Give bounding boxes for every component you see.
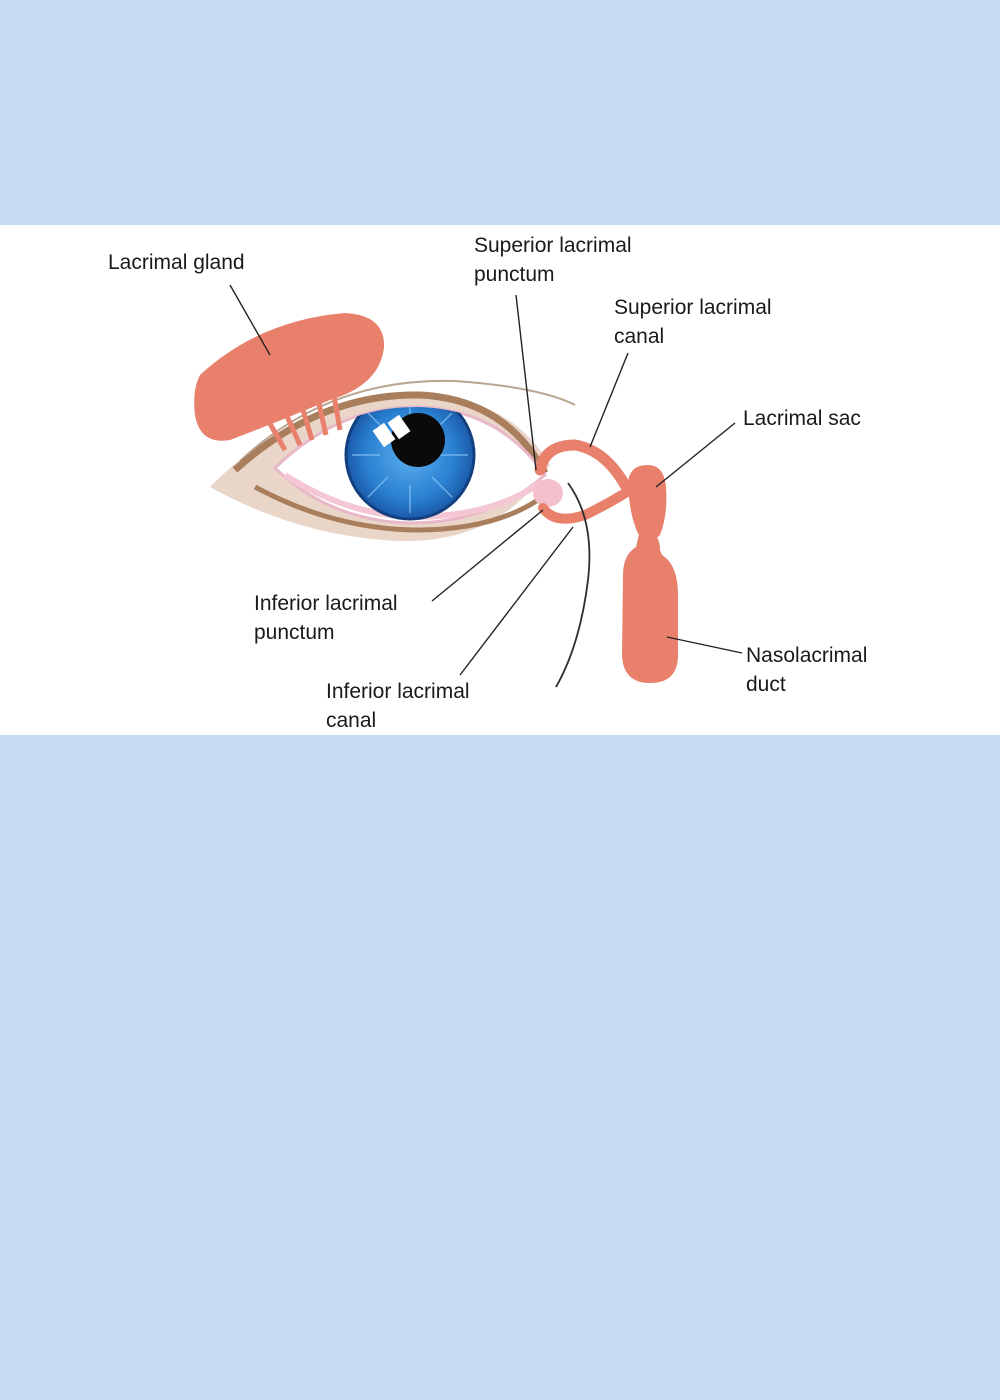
leader-lacrimal-gland: [229, 284, 271, 356]
leader-lacrimal-sac: [655, 422, 736, 488]
eye-lacrimal-diagram: [194, 284, 743, 688]
lacrimal-caruncle: [533, 479, 563, 507]
nose-contour: [555, 482, 591, 688]
label-superior-lacrimal-canal: Superior lacrimal canal: [614, 296, 772, 348]
leader-nasolacrimal-duct: [666, 636, 743, 654]
upper-lashline: [232, 391, 549, 475]
leader-superior-punctum: [515, 294, 537, 471]
lacrimal-gland: [194, 313, 385, 441]
lower-lashline: [253, 484, 547, 533]
inferior-lacrimal-canal: [538, 485, 635, 524]
leader-superior-canal: [589, 352, 629, 448]
nasolacrimal-duct: [622, 530, 678, 683]
label-lacrimal-gland: Lacrimal gland: [108, 251, 245, 274]
label-superior-lacrimal-punctum: Superior lacrimal punctum: [474, 234, 632, 286]
label-inferior-lacrimal-punctum: Inferior lacrimal punctum: [254, 592, 398, 644]
leader-inferior-punctum: [431, 509, 544, 602]
lacrimal-ductules: [262, 389, 343, 452]
label-nasolacrimal-duct: Nasolacrimal duct: [746, 644, 868, 696]
superior-lacrimal-canal: [534, 439, 631, 491]
leader-inferior-canal: [459, 526, 574, 676]
diagram-panel: Lacrimal gland Superior lacrimal punctum…: [0, 225, 1000, 735]
lacrimal-sac: [628, 465, 667, 541]
label-lacrimal-sac: Lacrimal sac: [743, 407, 861, 430]
label-inferior-lacrimal-canal: Inferior lacrimal canal: [326, 680, 470, 732]
